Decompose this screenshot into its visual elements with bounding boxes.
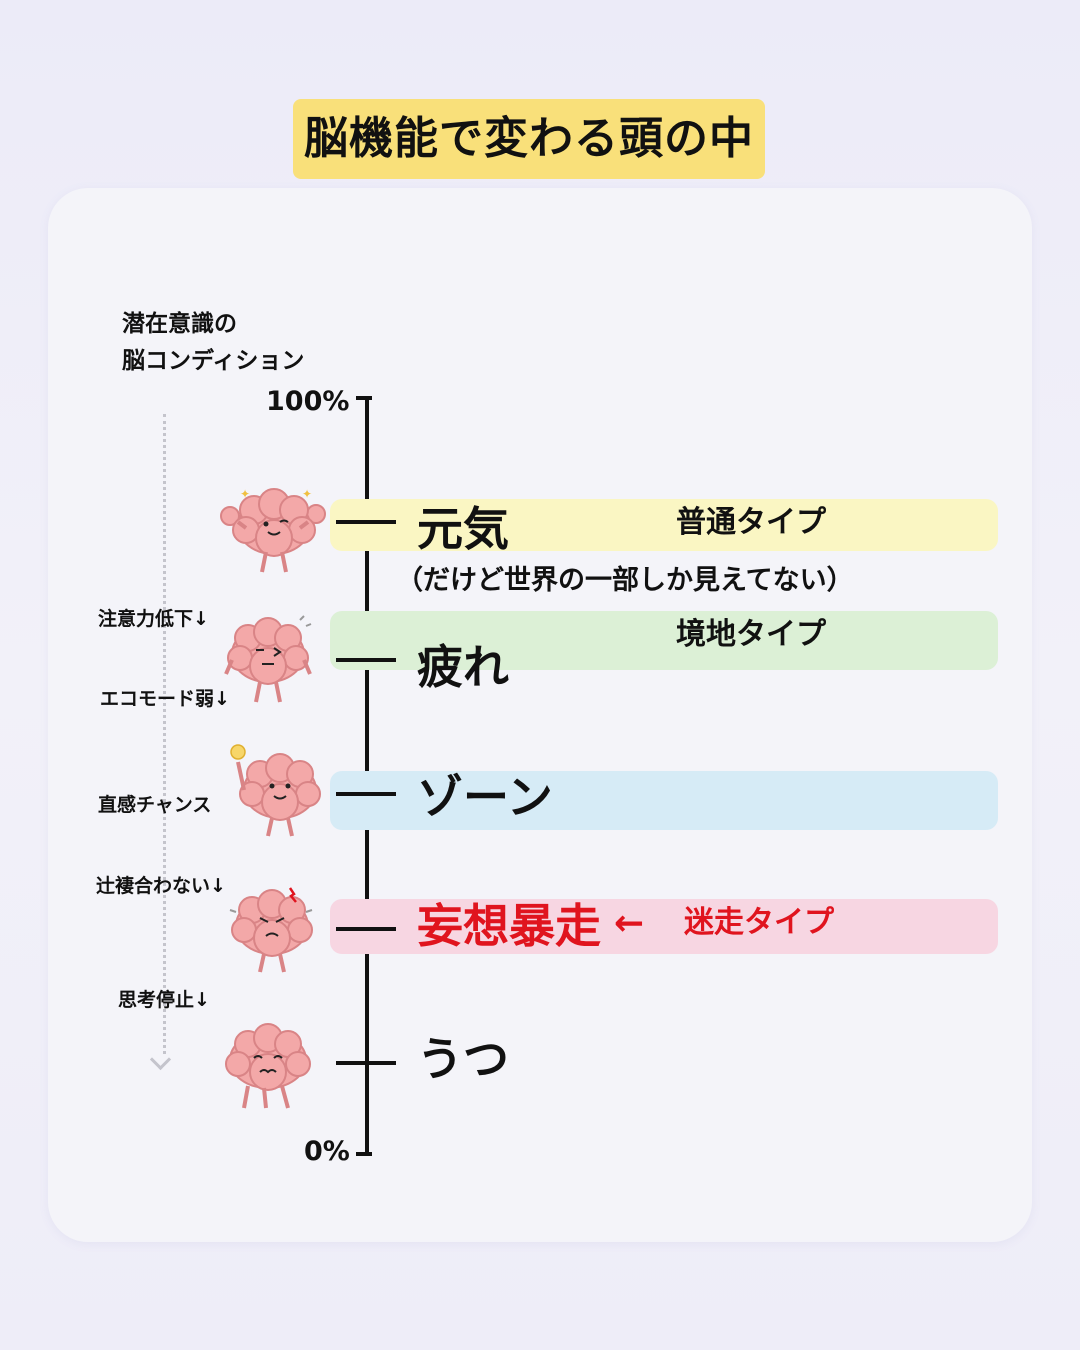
note-genki: （だけど世界の一部しか見えてない） xyxy=(396,565,854,596)
side-label-attention: 注意力低下↓ xyxy=(98,608,209,630)
side-label-thinking-stop: 思考停止↓ xyxy=(118,989,210,1011)
brain-depressed-icon xyxy=(225,1023,311,1109)
brain-flexing-icon: ✦✦ xyxy=(220,487,326,573)
diagram-card xyxy=(48,188,1032,1242)
side-label-inconsistent: 辻褄合わない↓ xyxy=(96,875,226,897)
level-tick-tsukare xyxy=(336,658,396,662)
band-mousou xyxy=(330,899,998,954)
state-zone: ゾーン xyxy=(417,770,553,824)
direction-arrow-line xyxy=(163,414,166,1054)
svg-text:✦: ✦ xyxy=(240,487,250,501)
axis-bottom-label: 0% xyxy=(304,1136,350,1167)
arrow-left-icon: ← xyxy=(614,903,645,944)
type-futsuu: 普通タイプ xyxy=(676,505,826,540)
side-label-ecomode: エコモード弱↓ xyxy=(100,688,230,710)
brain-tired-icon xyxy=(224,615,312,703)
level-tick-mousou xyxy=(336,927,396,931)
band-zone xyxy=(330,771,998,830)
state-mousou: 妄想暴走 xyxy=(417,899,601,953)
band-tsukare xyxy=(330,611,998,670)
brain-angry-icon xyxy=(229,887,313,973)
axis-label-line1: 潜在意識の xyxy=(122,311,237,337)
svg-text:✦: ✦ xyxy=(302,487,312,501)
level-tick-zone xyxy=(336,792,396,796)
type-kyouchi: 境地タイプ xyxy=(676,617,826,652)
state-utsu: うつ xyxy=(417,1032,509,1086)
state-tsukare: 疲れ xyxy=(417,640,509,694)
axis-label-line2: 脳コンディション xyxy=(122,348,305,374)
state-genki: 元気 xyxy=(417,502,509,556)
type-meisou: 迷走タイプ xyxy=(684,905,834,940)
brain-idea-icon xyxy=(230,744,321,837)
axis-top-label: 100% xyxy=(266,386,350,417)
level-tick-utsu xyxy=(336,1061,396,1065)
axis-bottom-cap xyxy=(356,1152,372,1156)
axis-top-cap xyxy=(356,396,372,400)
band-genki xyxy=(330,499,998,551)
axis-label: 潜在意識の 脳コンディション xyxy=(122,306,304,380)
side-label-intuition: 直感チャンス xyxy=(98,794,212,816)
page-title: 脳機能で変わる頭の中 xyxy=(293,99,765,179)
level-tick-genki xyxy=(336,520,396,524)
